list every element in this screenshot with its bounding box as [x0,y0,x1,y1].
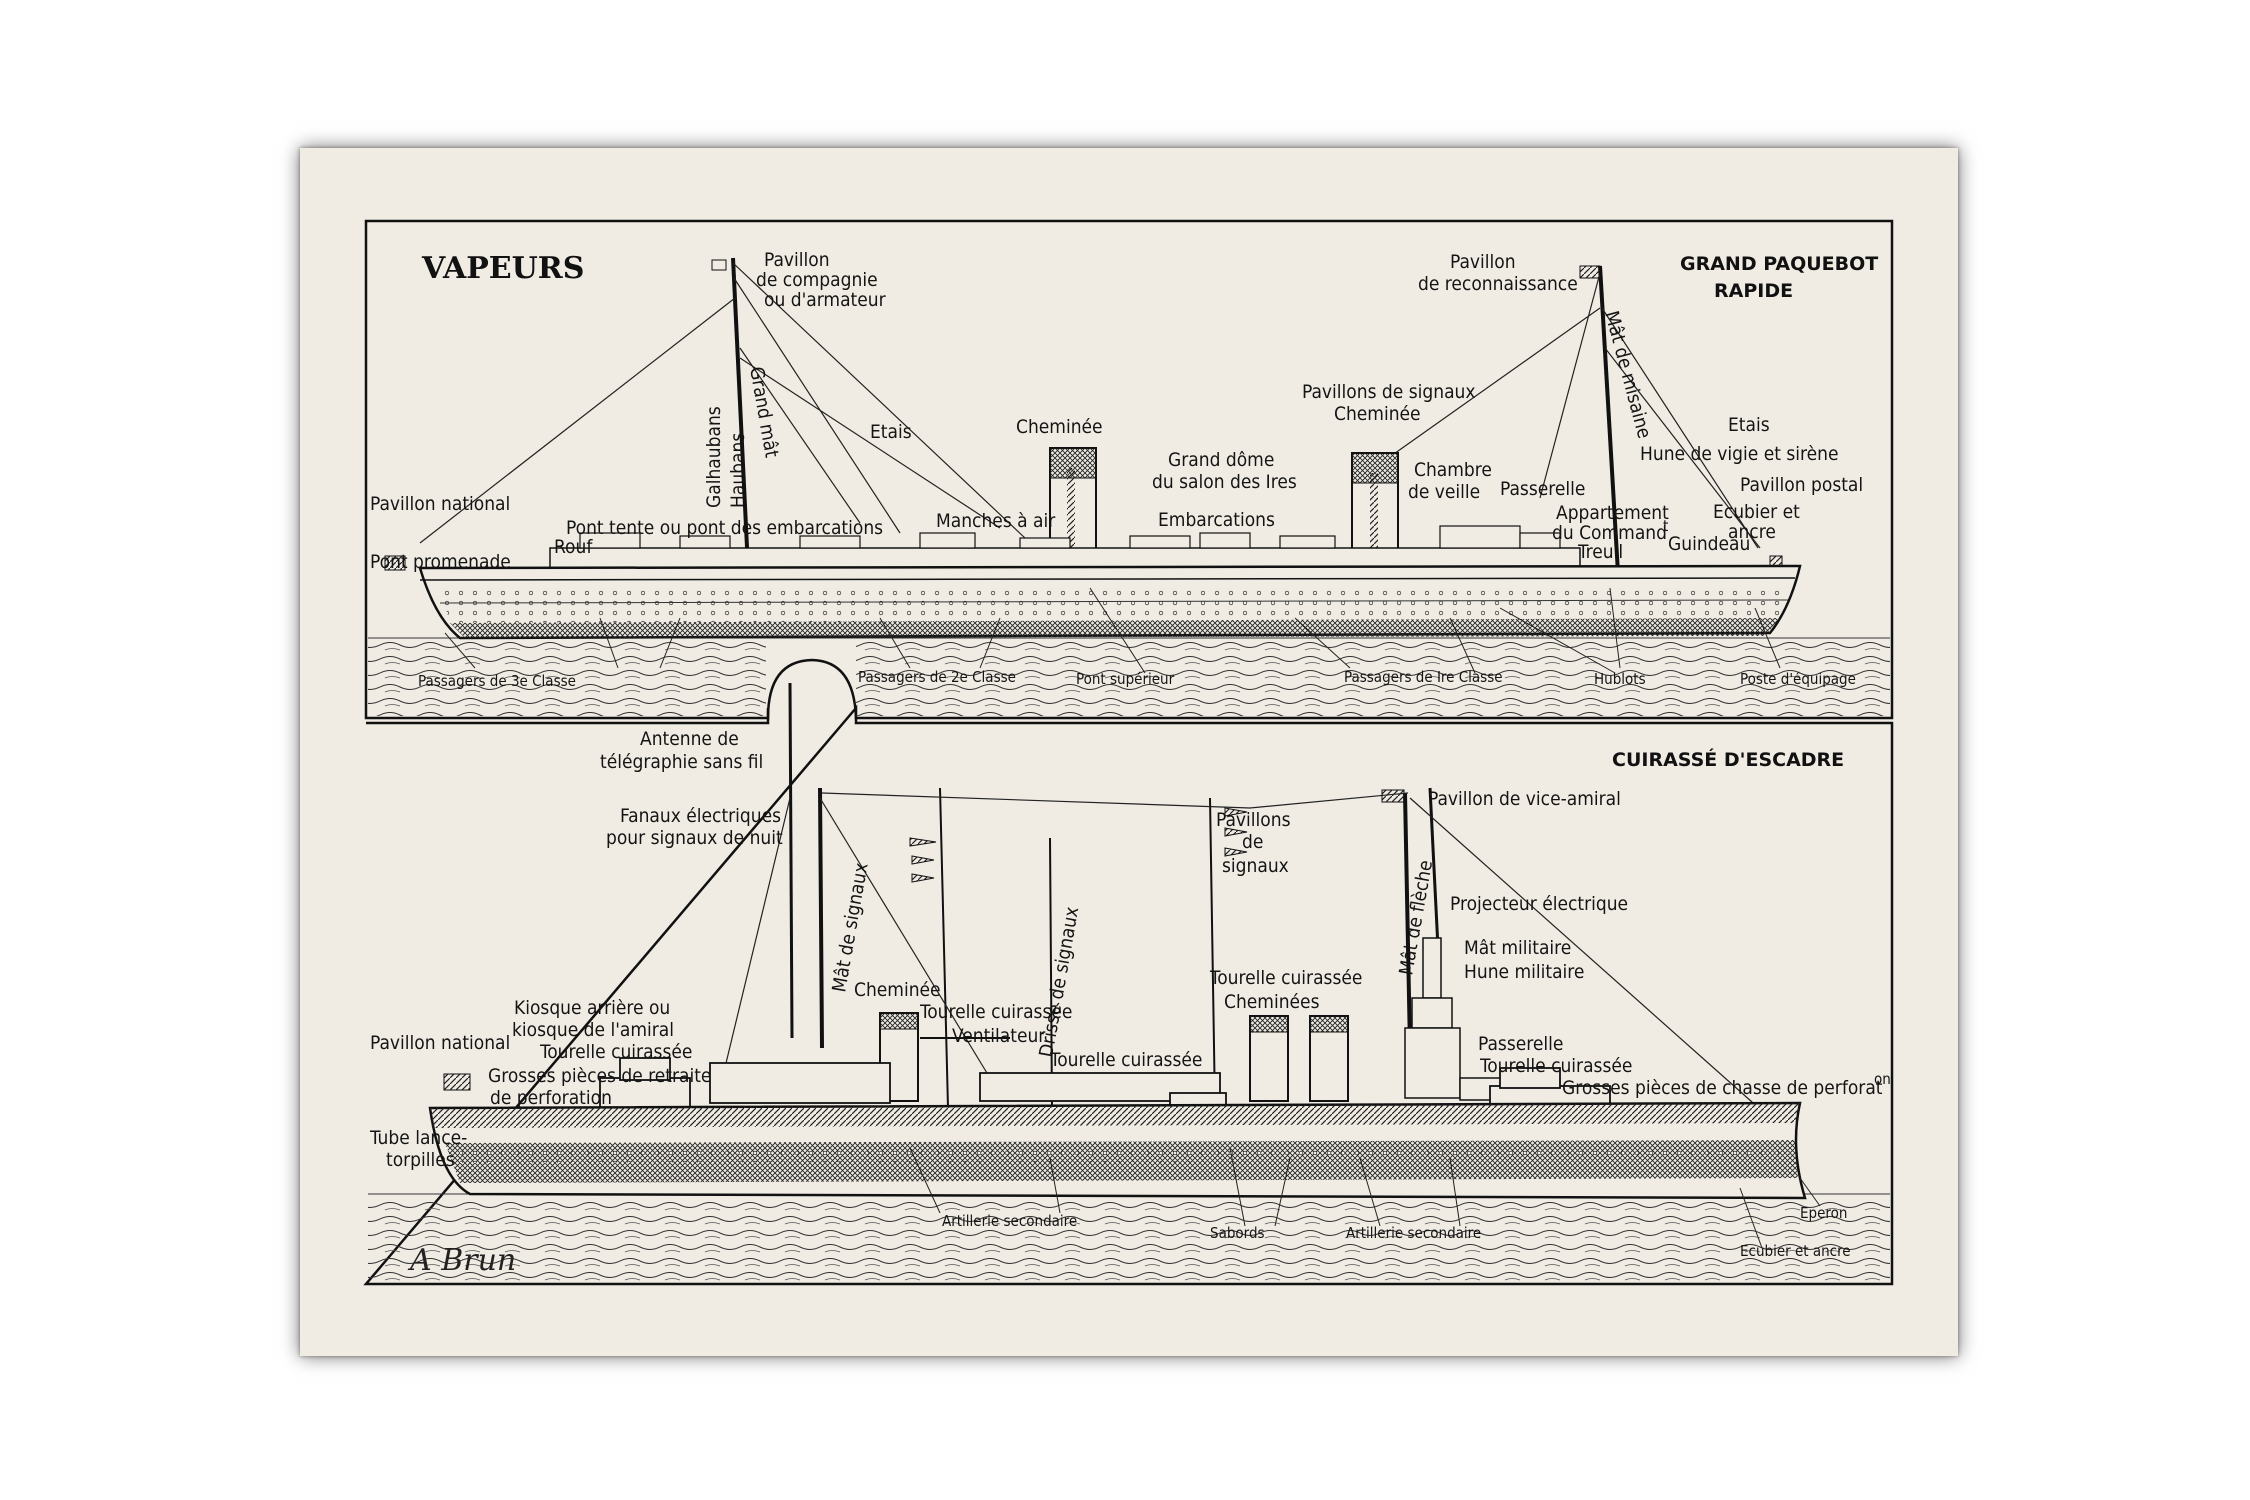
label-appartement-sup: t [1663,517,1668,535]
label-pavillon-reconnaissance: de reconnaissance [1418,273,1578,295]
label-ecubier: Ecubier et ancre [1740,1242,1851,1260]
label-pavillons-signaux: signaux [1222,855,1289,877]
label-eperon: Eperon [1800,1204,1847,1222]
label-appartement: du Command [1552,522,1667,544]
label-chambre-veille: Chambre [1414,459,1492,481]
label-poste-equipage: Poste d'équipage [1740,670,1856,688]
ships-illustration: VAPEURS GRAND PAQUEBOT RAPIDE Pavillon d… [363,219,1894,1286]
label-cheminee: Cheminée [854,979,941,1001]
label-grosses-retraite: de perforation [490,1087,612,1109]
label-kiosque: kiosque de l'amiral [512,1019,674,1041]
label-treuil: Treuil [1577,541,1623,563]
subtitle-paquebot: GRAND PAQUEBOT [1680,253,1878,275]
label-cheminee-2: Cheminée [1334,403,1421,425]
label-tube-lance: torpilles [386,1149,455,1171]
label-grosses-retraite: Grosses pièces de retraite [488,1065,711,1087]
label-ventilateur: Ventilateur [952,1025,1046,1047]
label-artillerie-secondaire: Artillerie secondaire [1346,1224,1481,1242]
label-haubans: Haubans [727,433,749,508]
label-etais-left: Etais [870,421,912,443]
frame [363,219,1894,1286]
label-grand-mat: Grand mât [745,365,783,459]
label-passerelle: Passerelle [1500,478,1585,500]
label-pont-superieur: Pont supérieur [1076,670,1175,688]
label-pavillon-vice-amiral: Pavillon de vice-amiral [1428,788,1621,810]
label-tourelle: Tourelle cuirassée [1209,967,1362,989]
label-appartement: Appartement [1556,502,1669,524]
label-rouf: Rouf [554,536,593,558]
label-pavillon-national: Pavillon national [370,493,510,515]
label-tourelle: Tourelle cuirassée [539,1041,692,1063]
label-artillerie-secondaire: Artillerie secondaire [942,1212,1077,1230]
title-cuirasse: CUIRASSÉ D'ESCADRE [1612,748,1844,771]
liner-ship [384,257,1802,640]
label-antenne: Antenne de [640,728,739,750]
title-vapeurs: VAPEURS [421,251,584,286]
label-hublots: Hublots [1594,670,1646,688]
top-leader-lines [444,587,1781,674]
label-fanaux: Fanaux électriques [620,805,781,827]
bottom-leader-lines [909,1147,1821,1249]
label-cheminees: Cheminées [1224,991,1320,1013]
label-pavillons-signaux: Pavillons de signaux [1302,381,1476,403]
label-tourelle: Tourelle cuirassée [919,1001,1072,1023]
label-grosses-chasse: Grosses pièces de chasse de perforat [1562,1077,1883,1099]
label-sabords: Sabords [1210,1224,1265,1242]
label-tourelle: Tourelle cuirassée [1479,1055,1632,1077]
label-fanaux: pour signaux de nuit [606,827,783,849]
label-manches-air: Manches à air [936,510,1056,532]
label-tourelle: Tourelle cuirassée [1049,1049,1202,1071]
label-antenne: télégraphie sans fil [600,751,763,773]
label-pavillon-compagnie: Pavillon [764,249,830,271]
sea-bottom [368,1193,1890,1282]
artist-signature: A Brun [407,1243,516,1278]
label-guindeau: Guindeau [1668,533,1750,555]
label-passagers-2: Passagers de 2e Classe [858,668,1016,686]
label-kiosque: Kiosque arrière ou [514,997,670,1019]
label-pavillons-signaux: de [1242,831,1263,853]
label-passagers-1: Passagers de Ire Classe [1344,668,1503,686]
label-pavillon-compagnie: ou d'armateur [764,289,887,311]
label-hune-militaire: Hune militaire [1464,961,1584,983]
label-pavillon-compagnie: de compagnie [756,269,878,291]
label-pavillon-reconnaissance: Pavillon [1450,251,1516,273]
label-galhaubans: Galhaubans [703,406,725,508]
label-pavillon-postal: Pavillon postal [1740,474,1863,496]
label-grand-dome: Grand dôme [1168,449,1274,471]
label-passagers-3: Passagers de 3e Classe [418,672,576,690]
label-cheminee: Cheminée [1016,416,1103,438]
label-tube-lance: Tube lance- [369,1127,467,1149]
label-pont-tente: Pont tente ou pont des embarcations [566,517,883,539]
label-grosses-chasse-sup: on [1874,1070,1891,1088]
label-mat-militaire: Mât militaire [1464,937,1571,959]
label-etais-right: Etais [1728,414,1770,436]
label-grand-dome: du salon des Ires [1152,471,1297,493]
label-ecubier: Ecubier et [1713,501,1800,523]
battleship [428,682,1807,1200]
label-projecteur: Projecteur électrique [1450,893,1628,915]
label-hune-vigie: Hune de vigie et sirène [1640,443,1838,465]
label-passerelle: Passerelle [1478,1033,1563,1055]
label-embarcations: Embarcations [1158,509,1275,531]
subtitle-rapide: RAPIDE [1714,280,1793,302]
sea-top [368,637,1890,716]
label-pavillons-signaux: Pavillons [1216,809,1291,831]
label-pavillon-national: Pavillon national [370,1032,510,1054]
label-ecubier: ancre [1728,521,1776,543]
label-pont-promenade: Pont promenade [370,551,511,573]
engraving-plate: VAPEURS GRAND PAQUEBOT RAPIDE Pavillon d… [300,148,1958,1356]
bottom-labels: Antenne de télégraphie sans fil Fanaux é… [369,728,1891,1260]
label-chambre-veille: de veille [1408,481,1480,503]
label-mat-signaux: Mât de signaux [828,861,872,994]
